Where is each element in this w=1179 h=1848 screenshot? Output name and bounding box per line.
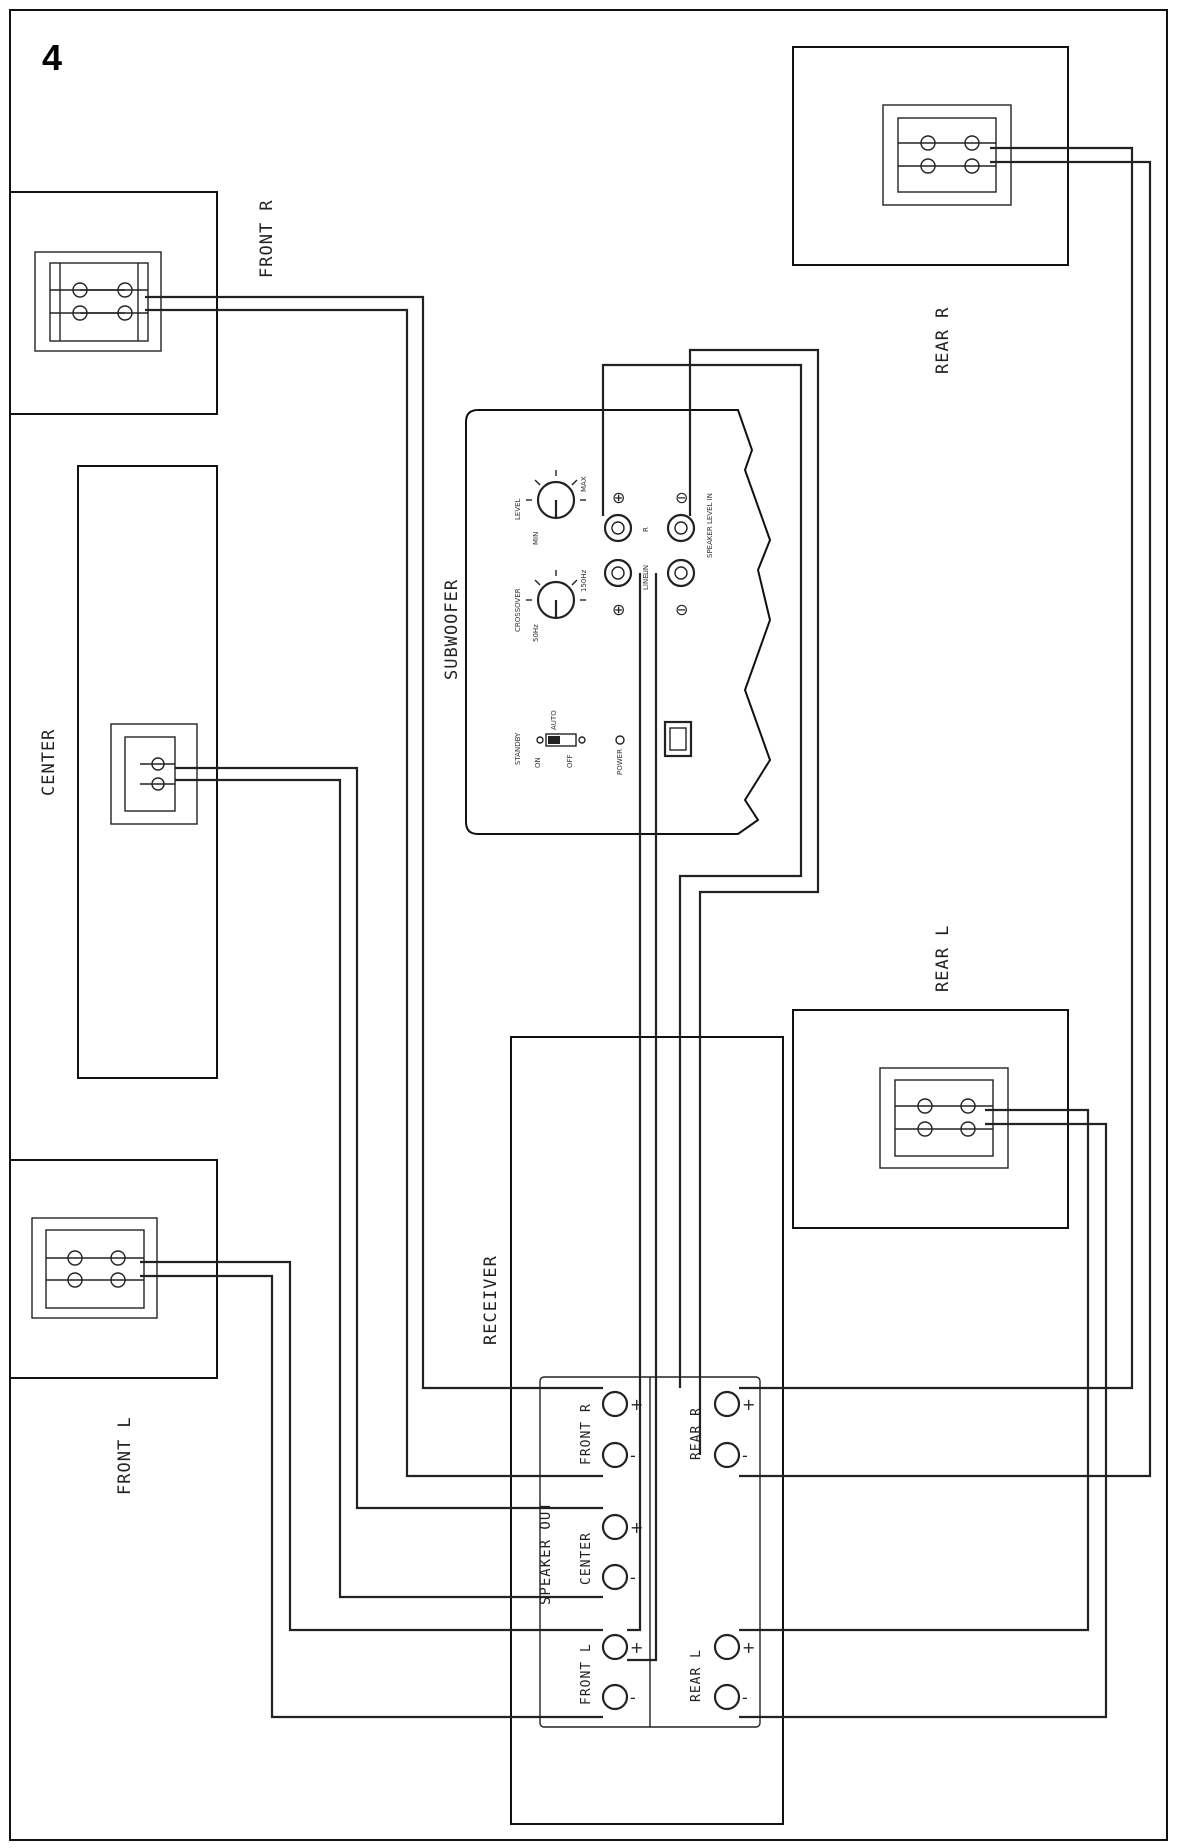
label-rear-l: REAR L <box>933 925 953 992</box>
ac-inlet <box>663 720 693 758</box>
svg-text:AUTO: AUTO <box>550 710 558 730</box>
receiver-front-r-minus <box>601 1441 629 1469</box>
svg-text:OFF: OFF <box>566 754 574 768</box>
line-in-r-jack <box>603 513 633 543</box>
svg-text:⊕: ⊕ <box>612 600 625 619</box>
svg-text:-: - <box>742 1688 748 1707</box>
svg-text:MIN: MIN <box>532 532 540 545</box>
standby-switch <box>545 733 577 747</box>
svg-text:+: + <box>742 1395 755 1414</box>
terminal-plus <box>67 1250 83 1266</box>
figure-number: 4 <box>42 37 62 78</box>
speaker-rear-r <box>792 46 1069 266</box>
svg-text:SPEAKER LEVEL IN: SPEAKER LEVEL IN <box>706 493 714 558</box>
terminal-minus <box>960 1121 976 1137</box>
svg-text:-: - <box>630 1568 636 1587</box>
terminal-plus <box>110 1250 126 1266</box>
label-front-l: FRONT L <box>115 1416 135 1495</box>
terminal-minus <box>67 1272 83 1288</box>
label-front-r: FRONT R <box>257 199 277 278</box>
speaker-rear-l <box>792 1009 1069 1229</box>
terminal-plus <box>917 1098 933 1114</box>
receiver-label-front-l: FRONT L <box>579 1643 594 1705</box>
svg-text:⊖: ⊖ <box>675 488 688 507</box>
speaker-in-r-jack <box>666 513 696 543</box>
receiver-center-plus <box>601 1513 629 1541</box>
svg-text:+: + <box>742 1638 755 1657</box>
terminal-plus <box>960 1098 976 1114</box>
svg-text:LINE IN: LINE IN <box>642 565 650 590</box>
terminal-minus <box>110 1272 126 1288</box>
receiver-label-rear-l: REAR L <box>689 1649 704 1702</box>
svg-text:-: - <box>742 1446 748 1465</box>
svg-text:ON: ON <box>534 757 542 768</box>
power-led <box>615 735 625 745</box>
receiver-rear-r-plus <box>713 1390 741 1418</box>
svg-text:STANDBY: STANDBY <box>514 732 522 765</box>
svg-text:POWER: POWER <box>616 749 624 775</box>
receiver-rear-l-minus <box>713 1683 741 1711</box>
receiver-center-minus <box>601 1563 629 1591</box>
svg-text:LEVEL: LEVEL <box>514 498 522 520</box>
svg-text:150Hz: 150Hz <box>580 569 588 592</box>
label-rear-r: REAR R <box>933 307 953 374</box>
terminal-minus <box>917 1121 933 1137</box>
receiver-front-r-plus <box>601 1390 629 1418</box>
wires <box>140 146 1152 1719</box>
speaker-front-r <box>9 191 218 415</box>
receiver: + - + - + - + - + - <box>510 1036 784 1825</box>
receiver-rear-l-plus <box>713 1633 741 1661</box>
svg-text:MAX: MAX <box>580 476 588 492</box>
terminal-minus <box>920 158 936 174</box>
speaker-in-l-jack <box>666 558 696 588</box>
svg-text:-: - <box>630 1688 636 1707</box>
terminal-plus <box>920 135 936 151</box>
line-in-l-jack <box>603 558 633 588</box>
svg-text:50Hz: 50Hz <box>532 624 540 642</box>
label-subwoofer: SUBWOOFER <box>442 579 462 680</box>
svg-text:⊖: ⊖ <box>675 600 688 619</box>
svg-text:+: + <box>630 1395 643 1414</box>
svg-text:+: + <box>630 1638 643 1657</box>
label-speaker-out: SPEAKER OUT <box>538 1501 554 1605</box>
svg-text:+: + <box>630 1518 643 1537</box>
label-center: CENTER <box>39 729 59 796</box>
label-receiver: RECEIVER <box>481 1255 501 1345</box>
receiver-label-rear-r: REAR R <box>689 1407 704 1460</box>
page-frame <box>9 9 1168 1841</box>
receiver-label-center: CENTER <box>579 1532 594 1585</box>
terminal-plus <box>964 135 980 151</box>
speaker-center <box>77 465 218 1079</box>
terminal-minus <box>964 158 980 174</box>
subwoofer-panel: ⊕ ⊕ ⊖ ⊖ LEVEL MIN MAX CROSSOVER 50Hz 150… <box>465 409 772 835</box>
receiver-label-front-r: FRONT R <box>579 1403 594 1465</box>
svg-text:R: R <box>642 527 650 532</box>
svg-text:⊕: ⊕ <box>612 488 625 507</box>
receiver-rear-r-minus <box>713 1441 741 1469</box>
svg-text:CROSSOVER: CROSSOVER <box>514 588 522 632</box>
svg-text:L: L <box>642 571 650 575</box>
receiver-front-l-plus <box>601 1633 629 1661</box>
receiver-front-l-minus <box>601 1683 629 1711</box>
speaker-front-l <box>9 1159 218 1379</box>
svg-text:-: - <box>630 1446 636 1465</box>
